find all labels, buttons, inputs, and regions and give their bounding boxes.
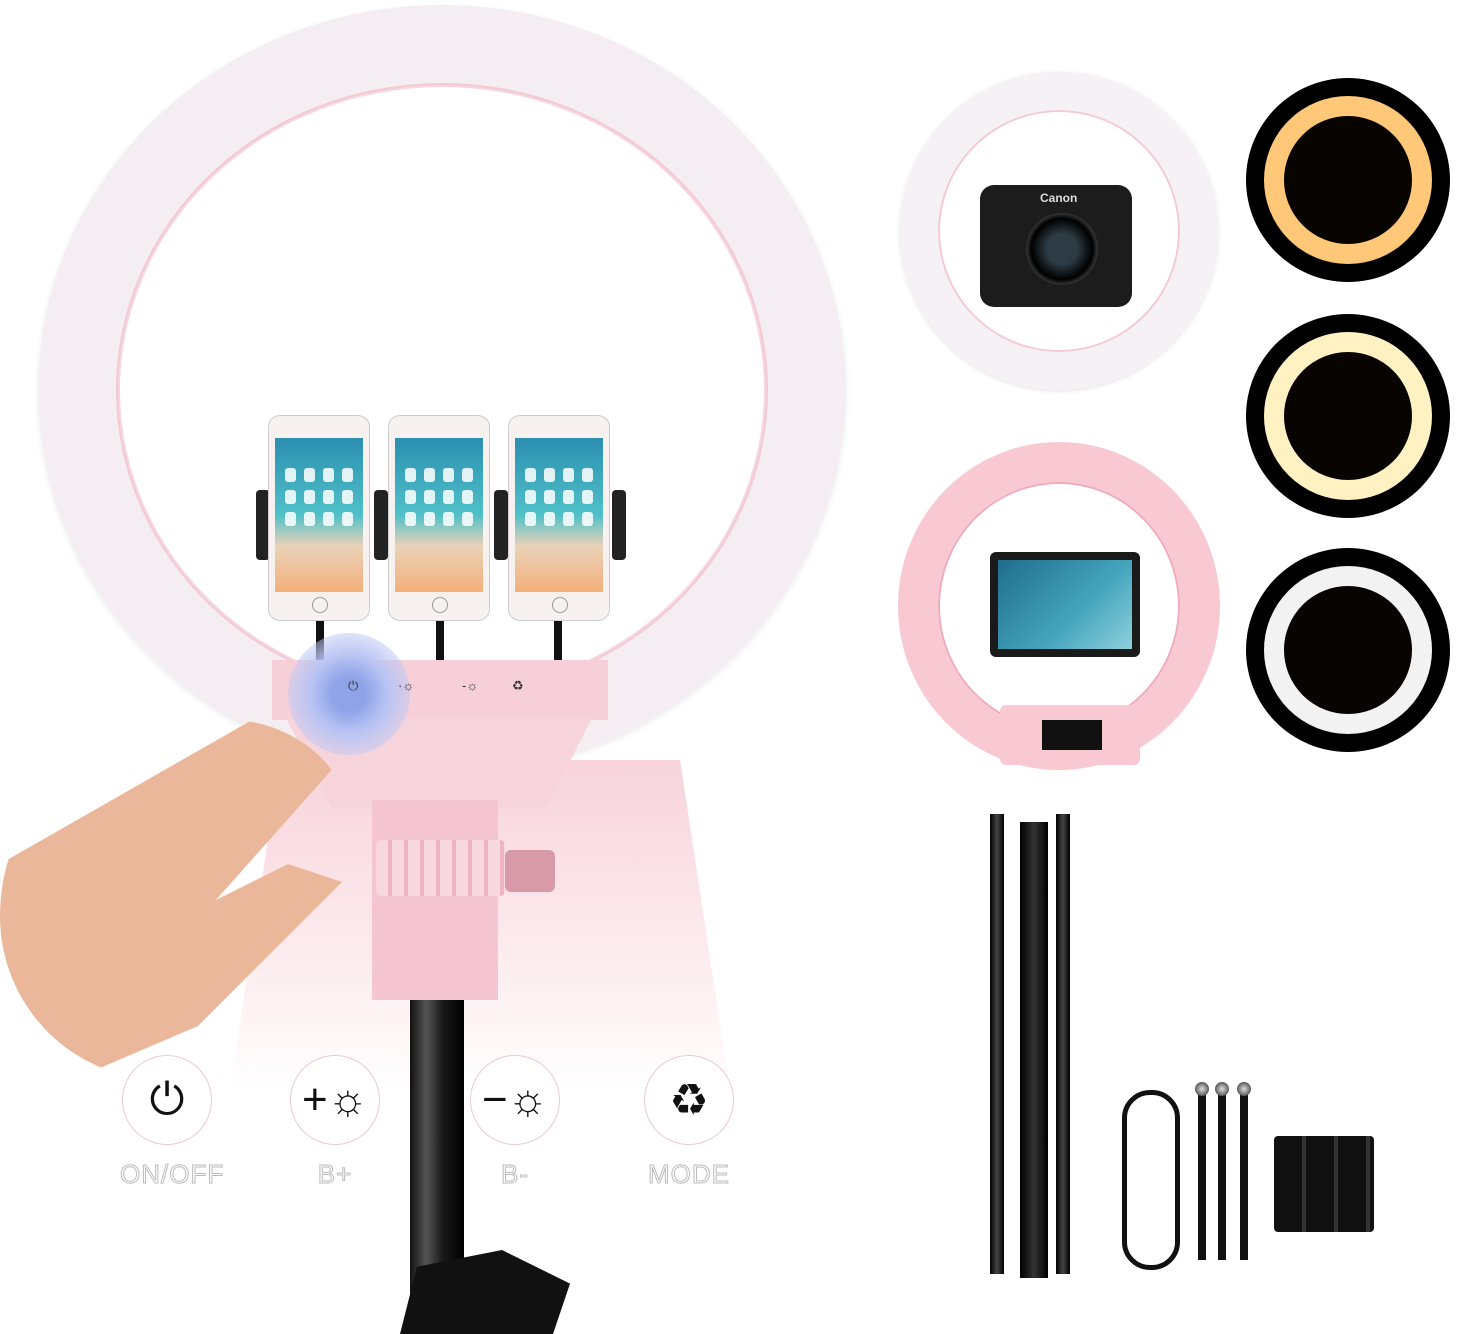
control-brightness-up: +☼ B+ (288, 1055, 382, 1190)
control-brightness-down: −☼ B- (468, 1055, 562, 1190)
color-mode-cool (1246, 548, 1450, 752)
ball-head (1195, 1082, 1209, 1096)
ring-mount (372, 800, 498, 1000)
home-button-icon (312, 597, 328, 613)
control-mode: ♻ MODE (642, 1055, 736, 1190)
mini-mode-icon: ♻ (512, 678, 524, 693)
phone-1 (268, 415, 370, 621)
power-cable (1122, 1090, 1180, 1270)
ball-head (1237, 1082, 1251, 1096)
tripod-leg (1056, 814, 1070, 1274)
brightness-down-icon: −☼ (470, 1055, 560, 1145)
gooseneck-accessory (1198, 1090, 1206, 1260)
mini-brightness-down-icon: -☼ (462, 678, 479, 693)
phone-holder-grip (494, 490, 508, 560)
control-power: ⏻ ON/OFF (120, 1055, 225, 1190)
gooseneck-accessory (1240, 1090, 1248, 1260)
phone-holder-set (1274, 1136, 1374, 1232)
phone-2 (388, 415, 490, 621)
control-label: MODE (648, 1159, 730, 1190)
gooseneck-3 (554, 620, 562, 670)
mini-brightness-up-icon: ·☼ (398, 678, 415, 693)
tablet (990, 552, 1140, 657)
mount-clamp (376, 840, 506, 896)
gooseneck-accessory (1218, 1090, 1226, 1260)
control-label: ON/OFF (120, 1159, 225, 1190)
power-icon: ⏻ (122, 1055, 212, 1145)
phone-3 (508, 415, 610, 621)
touch-ripple (288, 633, 410, 755)
camera-lens (1026, 213, 1098, 285)
mini-power-icon: ⏻ (348, 678, 359, 693)
home-button-icon (432, 597, 448, 613)
tripod-leg (990, 814, 1004, 1274)
control-label: B+ (317, 1159, 353, 1190)
phone-holder-grip (374, 490, 388, 560)
ball-head (1215, 1082, 1229, 1096)
color-mode-warm (1246, 78, 1450, 282)
camera: Canon (980, 185, 1132, 307)
phone-holder-grip (612, 490, 626, 560)
control-label: B- (501, 1159, 529, 1190)
phone-holder-grip (256, 490, 270, 560)
gooseneck-2 (436, 620, 444, 670)
camera-brand: Canon (1040, 191, 1078, 205)
brightness-up-icon: +☼ (290, 1055, 380, 1145)
mode-cycle-icon: ♻ (644, 1055, 734, 1145)
color-mode-neutral (1246, 314, 1450, 518)
tripod-center-column (1020, 822, 1048, 1278)
home-button-icon (552, 597, 568, 613)
mount-knob (505, 850, 555, 892)
lcd-display (1042, 720, 1102, 750)
